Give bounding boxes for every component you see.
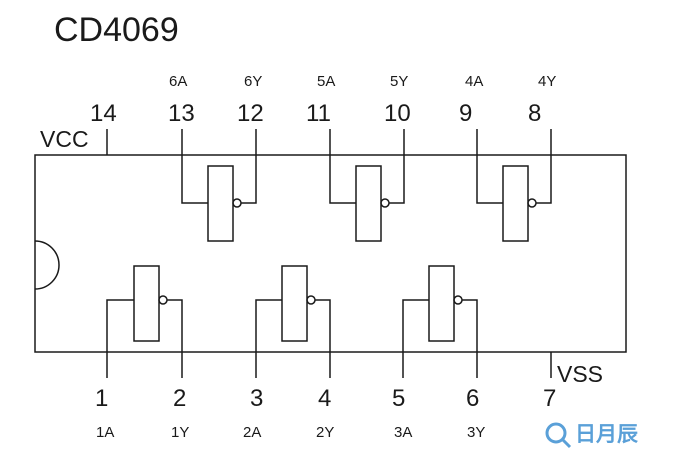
gate-4-input-wire [476, 129, 503, 204]
gate-2-input-wire [255, 299, 282, 378]
pin-number-2: 2 [173, 385, 186, 412]
pin-name-6a: 6A [169, 73, 187, 90]
pin-name-2a: 2A [243, 424, 261, 441]
gate-3-inversion-bubble [453, 295, 463, 305]
pin-number-8: 8 [528, 100, 541, 127]
gate-2-inversion-bubble [306, 295, 316, 305]
gate-3-body [428, 265, 455, 342]
pin-name-6y: 6Y [244, 73, 262, 90]
gate-5-input-wire [329, 129, 356, 204]
gate-5-inversion-bubble [380, 198, 390, 208]
inverter-gate-5 [329, 129, 405, 242]
gate-4-output-wire [536, 129, 552, 204]
pin-number-12: 12 [237, 100, 264, 127]
watermark-emblem-icon [545, 422, 567, 444]
watermark-text: 日月辰 [575, 422, 638, 446]
watermark-emblem-tail [560, 437, 572, 449]
gate-2-output-wire [315, 299, 331, 378]
pin-number-13: 13 [168, 100, 195, 127]
gate-5-body [355, 165, 382, 242]
pin-name-3a: 3A [394, 424, 412, 441]
pin-number-3: 3 [250, 385, 263, 412]
gate-5-output-wire [389, 129, 405, 204]
gate-6-input-wire [181, 129, 208, 204]
pin-number-7: 7 [543, 385, 556, 412]
pin-name-1y: 1Y [171, 424, 189, 441]
gate-3-output-wire [462, 299, 478, 378]
pin-name-5y: 5Y [390, 73, 408, 90]
pin-number-4: 4 [318, 385, 331, 412]
vss-label: VSS [557, 361, 603, 387]
pin-number-11: 11 [306, 100, 331, 127]
inverter-gate-1 [106, 265, 183, 378]
gate-3-input-wire [402, 299, 429, 378]
gate-6-inversion-bubble [232, 198, 242, 208]
watermark-logo: 日月辰 [545, 422, 638, 449]
gate-1-body [133, 265, 160, 342]
inverter-gate-6 [181, 129, 257, 242]
orientation-notch [34, 240, 60, 290]
pin-number-1: 1 [95, 385, 108, 412]
pin-name-1a: 1A [96, 424, 114, 441]
gate-1-inversion-bubble [158, 295, 168, 305]
vcc-label: VCC [40, 126, 89, 152]
pin-name-3y: 3Y [467, 424, 485, 441]
gate-2-body [281, 265, 308, 342]
pin-name-5a: 5A [317, 73, 335, 90]
gate-1-output-wire [167, 299, 183, 378]
pin-name-2y: 2Y [316, 424, 334, 441]
inverter-gate-2 [255, 265, 331, 378]
pin-number-9: 9 [459, 100, 472, 127]
diagram-title: CD4069 [54, 11, 179, 49]
pin-name-4y: 4Y [538, 73, 556, 90]
gate-6-body [207, 165, 234, 242]
pin-number-10: 10 [384, 100, 411, 127]
pin-number-5: 5 [392, 385, 405, 412]
inverter-gate-4 [476, 129, 552, 242]
pin-number-6: 6 [466, 385, 479, 412]
gate-4-body [502, 165, 529, 242]
pin-number-14: 14 [90, 100, 117, 127]
gate-4-inversion-bubble [527, 198, 537, 208]
inverter-gate-3 [402, 265, 478, 378]
pin-name-4a: 4A [465, 73, 483, 90]
gate-1-input-wire [106, 299, 134, 378]
gate-6-output-wire [241, 129, 257, 204]
